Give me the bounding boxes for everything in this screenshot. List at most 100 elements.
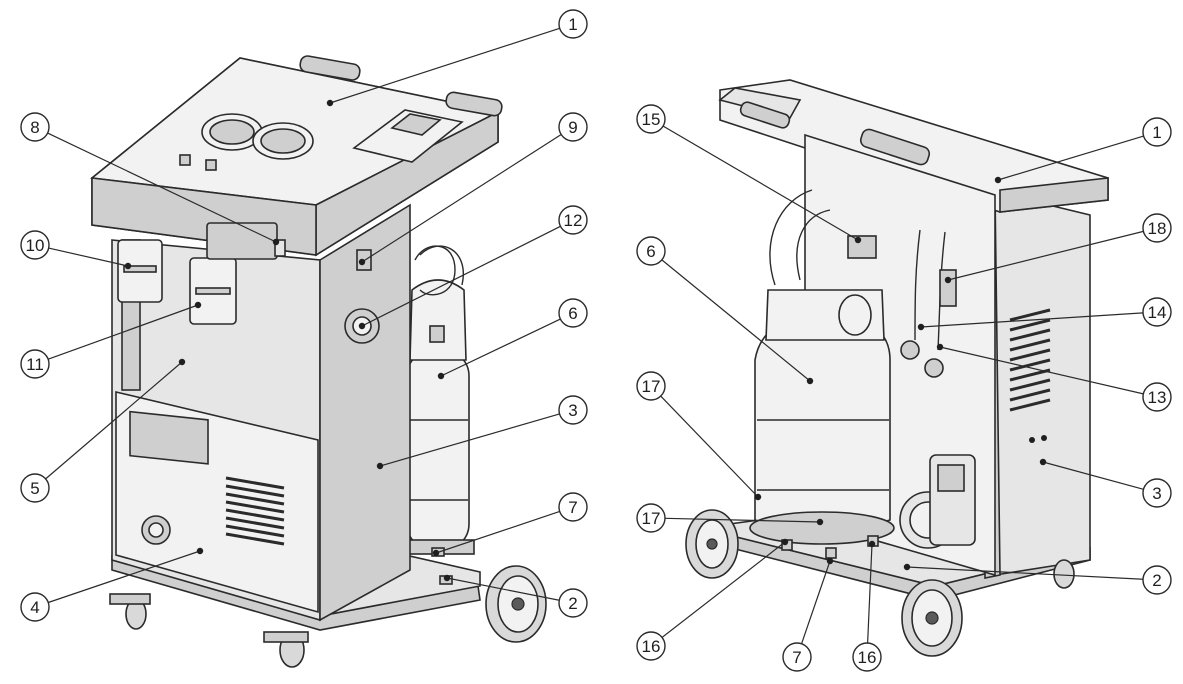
callout-c7a: 7	[558, 492, 588, 522]
callout-number: 10	[26, 236, 45, 255]
leader-lines	[45, 27, 1144, 644]
callout-c11: 11	[20, 349, 50, 379]
callout-number: 13	[1148, 388, 1167, 407]
leader-dot-c10	[124, 262, 132, 270]
callout-c3b: 3	[1142, 478, 1172, 508]
leader-line-c15	[662, 125, 859, 241]
callout-c2b: 2	[1142, 565, 1172, 595]
callout-c8: 8	[20, 112, 50, 142]
control-head-left	[90, 55, 503, 260]
callout-circle	[558, 588, 588, 618]
callout-number: 16	[858, 648, 877, 667]
leader-line-c16b	[867, 543, 873, 644]
leader-dot-c4	[196, 547, 204, 555]
callout-c16b: 16	[852, 642, 882, 672]
leader-dot-c6b	[806, 377, 814, 385]
callout-circle	[1142, 382, 1172, 412]
callout-c1a: 1	[558, 9, 588, 39]
leader-dot-c18	[944, 276, 952, 284]
caster-front-left	[109, 593, 151, 630]
leader-line-c2b	[906, 566, 1144, 580]
callout-circle	[558, 9, 588, 39]
leader-line-c12	[361, 225, 561, 327]
callout-number: 4	[30, 598, 39, 617]
leader-dot-c8	[272, 238, 280, 246]
callout-c18: 18	[1142, 213, 1172, 243]
leader-line-c4	[48, 550, 201, 604]
callout-c2a: 2	[558, 588, 588, 618]
right-machine-rear-view	[685, 79, 1109, 657]
callout-circle	[1142, 297, 1172, 327]
leader-dot-c6a	[437, 372, 445, 380]
leader-dot-c16a	[781, 538, 789, 546]
leader-line-c5	[45, 361, 183, 480]
filter-11	[189, 257, 237, 325]
leader-dot-c3b	[1039, 458, 1047, 466]
callout-circle	[558, 298, 588, 328]
callout-circle	[852, 642, 882, 672]
callout-c13: 13	[1142, 382, 1172, 412]
leader-line-c10	[48, 247, 129, 267]
callout-circle	[558, 492, 588, 522]
leader-dot-c1a	[326, 99, 334, 107]
control-head-right	[718, 79, 1109, 213]
leader-line-c11	[47, 304, 199, 360]
callout-circle	[1142, 565, 1172, 595]
callout-number: 17	[642, 509, 661, 528]
leader-line-c8	[47, 132, 277, 243]
callout-number: 12	[564, 211, 583, 230]
callout-circle	[558, 395, 588, 425]
leader-dot-c3a	[376, 462, 384, 470]
callout-circle	[636, 104, 666, 134]
rear-vent-grille	[1009, 308, 1051, 412]
callout-circle	[20, 473, 50, 503]
callout-c16a: 16	[636, 631, 666, 661]
callout-circle	[1142, 213, 1172, 243]
leader-dot-c12	[358, 322, 366, 330]
refrigerant-cylinder-right	[749, 189, 895, 545]
leader-line-c16a	[661, 541, 786, 638]
callout-circle	[20, 112, 50, 142]
callout-c6a: 6	[558, 298, 588, 328]
callout-number: 14	[1148, 303, 1167, 322]
callout-c4: 4	[20, 592, 50, 622]
callout-circle	[20, 349, 50, 379]
leader-line-c3a	[379, 413, 560, 467]
leader-dot-c13	[936, 343, 944, 351]
callout-number: 1	[568, 15, 577, 34]
leader-dot-c14	[917, 323, 925, 331]
large-wheel-right-a	[685, 509, 739, 579]
callout-c1b: 1	[1142, 117, 1172, 147]
callout-number: 2	[1152, 571, 1161, 590]
callout-c12: 12	[558, 205, 588, 235]
callout-c10: 10	[20, 230, 50, 260]
leader-line-c17a	[660, 395, 759, 498]
callout-circle	[636, 503, 666, 533]
leader-line-c9	[361, 134, 562, 263]
callout-c3a: 3	[558, 395, 588, 425]
callout-c7b: 7	[782, 642, 812, 672]
callout-circle	[20, 592, 50, 622]
callout-number: 1	[1152, 123, 1161, 142]
leader-dot-c16b	[868, 540, 876, 548]
callout-c6b: 6	[636, 236, 666, 266]
filter-10	[117, 239, 163, 303]
callout-circle	[1142, 478, 1172, 508]
leader-dot-c9	[358, 258, 366, 266]
callout-circle	[782, 642, 812, 672]
callout-c14: 14	[1142, 297, 1172, 327]
refrigerant-cylinder-left	[403, 245, 475, 555]
leader-dot-c17b	[816, 518, 824, 526]
callout-c5: 5	[20, 473, 50, 503]
callout-number: 18	[1148, 219, 1167, 238]
leader-dot-c2a	[443, 574, 451, 582]
large-wheel-left	[485, 565, 547, 643]
leader-dot-c7b	[826, 557, 834, 565]
leader-line-c13	[939, 346, 1144, 395]
leader-dot-c2b	[903, 563, 911, 571]
leader-line-c3b	[1042, 461, 1144, 490]
leader-dot-c1b	[994, 176, 1002, 184]
